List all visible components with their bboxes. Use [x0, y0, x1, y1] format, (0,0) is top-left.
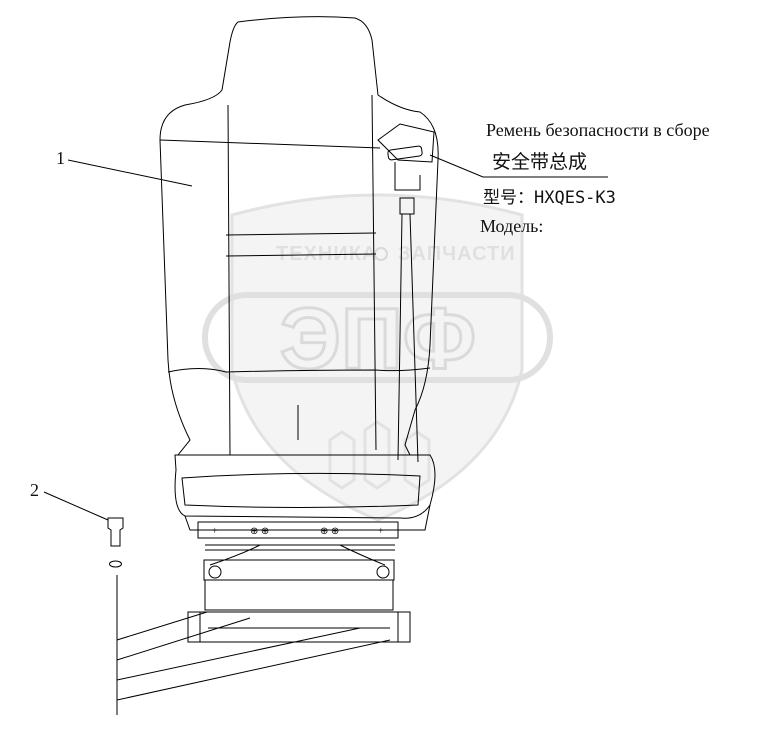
watermark-text-left: ТЕХНИКА — [276, 243, 378, 265]
label-model-cn: 型号：HXQES-K3 — [483, 188, 616, 208]
leader-belt — [159, 139, 608, 178]
callout-2: 2 — [30, 480, 39, 500]
watermark-logo: ЭПФ — [280, 291, 476, 387]
label-belt-cn: 安全带总成 — [492, 152, 588, 173]
bolt — [107, 517, 124, 547]
watermark-text-right: ЗАПЧАСТИ — [398, 243, 516, 265]
seat-belt-buckle — [377, 123, 435, 163]
seat-cushion — [174, 454, 436, 519]
svg-text:+: + — [378, 526, 384, 537]
label-belt-ru: Ремень безопасности в сборе — [486, 120, 710, 140]
callout-1: 1 — [56, 148, 65, 168]
seat-back — [159, 16, 439, 456]
svg-text:⊕ ⊕: ⊕ ⊕ — [250, 526, 269, 537]
svg-text:⊕ ⊕: ⊕ ⊕ — [320, 526, 339, 537]
seat-base — [204, 579, 394, 611]
leader-2 — [43, 491, 109, 521]
label-model-ru: Модель: — [480, 216, 544, 236]
svg-text:+: + — [212, 526, 218, 537]
leader-1 — [67, 159, 193, 187]
